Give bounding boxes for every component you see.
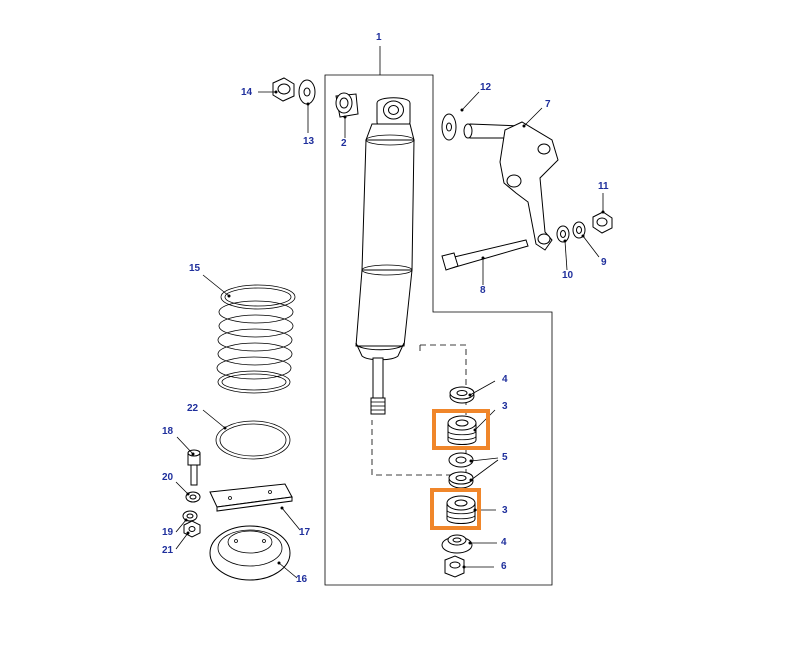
nut-11 bbox=[592, 193, 613, 234]
callout-11: 11 bbox=[598, 181, 609, 192]
bush-2 bbox=[335, 92, 359, 138]
washer-4-top bbox=[449, 380, 496, 404]
plate-17 bbox=[209, 483, 301, 531]
highlight-box-3-bottom bbox=[430, 488, 481, 530]
washer-5-upper bbox=[448, 452, 499, 468]
washer-5-lower bbox=[448, 459, 499, 489]
callout-21: 21 bbox=[162, 545, 174, 556]
callout-12: 12 bbox=[480, 82, 492, 93]
washer-13 bbox=[298, 79, 316, 133]
callout-18: 18 bbox=[162, 426, 174, 437]
callout-10: 10 bbox=[562, 270, 574, 281]
callout-13: 13 bbox=[303, 136, 315, 147]
callout-17: 17 bbox=[299, 527, 311, 538]
nut-6 bbox=[444, 555, 494, 578]
rubber-3-bottom bbox=[446, 495, 496, 524]
rubber-3-top bbox=[447, 409, 496, 445]
callout-1: 1 bbox=[376, 32, 382, 43]
washer-9 bbox=[572, 221, 600, 258]
callout-6: 6 bbox=[501, 561, 507, 572]
callout-3-top: 3 bbox=[502, 401, 508, 412]
highlight-box-3-top bbox=[432, 409, 490, 450]
callout-2: 2 bbox=[341, 138, 347, 149]
bolt-18 bbox=[176, 436, 201, 486]
callout-15: 15 bbox=[189, 263, 201, 274]
callout-16: 16 bbox=[296, 574, 308, 585]
callout-20: 20 bbox=[162, 472, 174, 483]
callout-7: 7 bbox=[545, 99, 551, 110]
washer-12 bbox=[441, 91, 480, 141]
callout-3-bottom: 3 bbox=[502, 505, 508, 516]
callout-4-bottom: 4 bbox=[501, 537, 507, 548]
assembly-outline bbox=[324, 74, 553, 586]
bracket-7 bbox=[463, 107, 559, 251]
callout-5: 5 bbox=[502, 452, 508, 463]
nut-14 bbox=[258, 77, 295, 102]
callout-22: 22 bbox=[187, 403, 199, 414]
callout-4-top: 4 bbox=[502, 374, 508, 385]
coil-spring-15 bbox=[202, 274, 296, 394]
bolt-8 bbox=[441, 239, 529, 285]
shock-absorber bbox=[355, 97, 415, 415]
spring-seat-16 bbox=[209, 525, 298, 581]
nut-21 bbox=[175, 520, 201, 550]
callout-9: 9 bbox=[601, 257, 607, 268]
washer-10 bbox=[556, 225, 570, 271]
callout-14: 14 bbox=[241, 87, 253, 98]
callout-19: 19 bbox=[162, 527, 174, 538]
washer-20 bbox=[175, 481, 201, 503]
ring-22 bbox=[202, 409, 291, 460]
washer-19 bbox=[175, 510, 198, 533]
callout-8: 8 bbox=[480, 285, 486, 296]
washer-4-bottom bbox=[441, 534, 497, 554]
